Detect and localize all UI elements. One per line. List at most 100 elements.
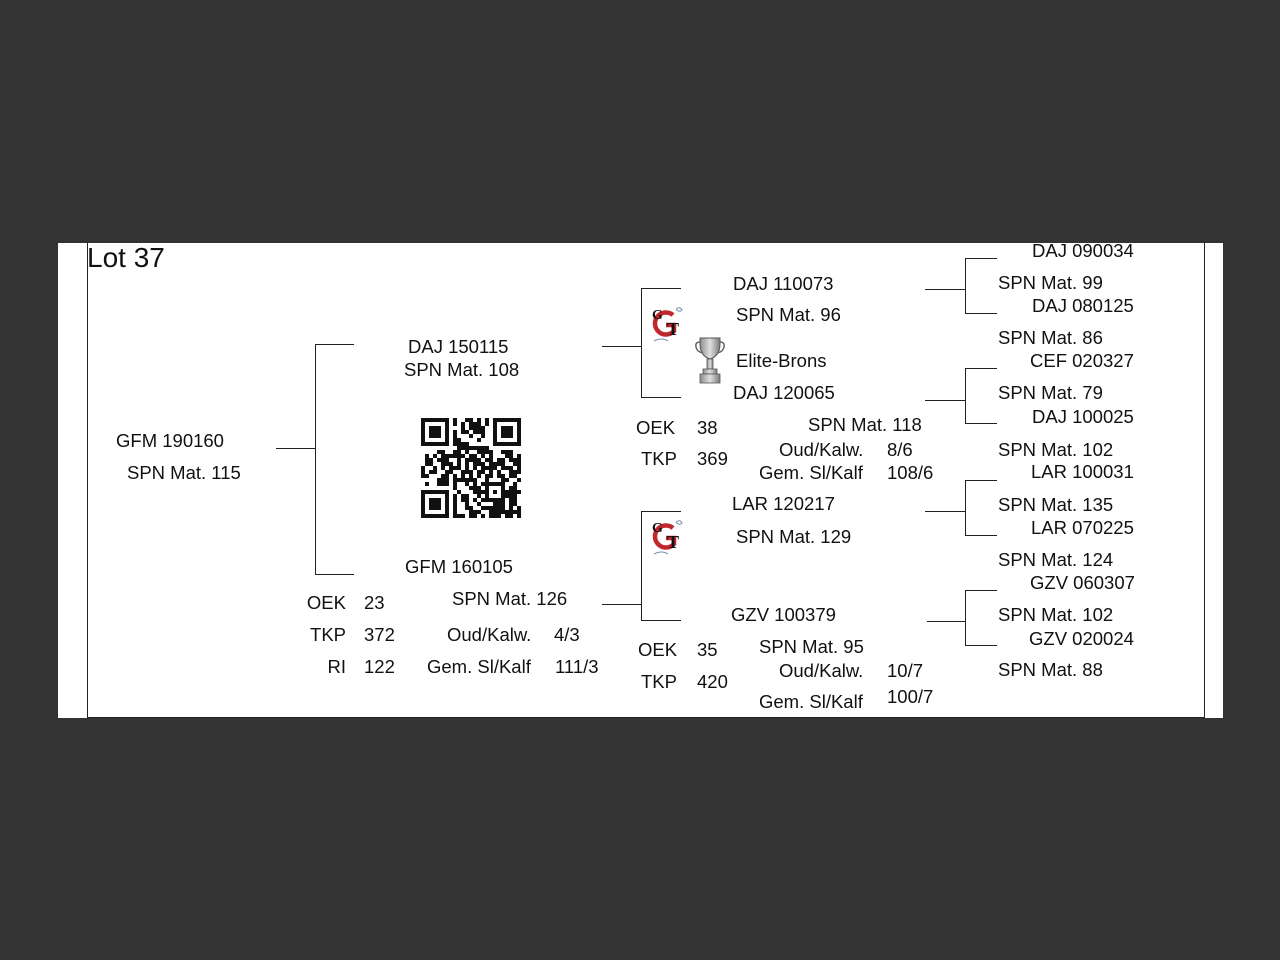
qr-module [493, 514, 497, 518]
qr-module [509, 434, 513, 438]
qr-module [445, 430, 449, 434]
qr-module [445, 514, 449, 518]
qr-module [473, 446, 477, 450]
qr-module [473, 454, 477, 458]
qr-module [485, 450, 489, 454]
qr-module [493, 426, 497, 430]
qr-module [517, 430, 521, 434]
qr-module [465, 502, 469, 506]
qr-module [473, 426, 477, 430]
qr-module [481, 498, 485, 502]
qr-module [485, 506, 489, 510]
qr-module [493, 422, 497, 426]
dam-dam-connector [641, 620, 681, 621]
qr-module [453, 498, 457, 502]
qr-module [473, 498, 477, 502]
qr-module [517, 434, 521, 438]
qr-module [501, 510, 505, 514]
ggp-mat: SPN Mat. 102 [998, 604, 1114, 625]
qr-module [485, 458, 489, 462]
qr-module [441, 466, 445, 470]
trophy-icon [695, 337, 725, 384]
qr-module [445, 490, 449, 494]
qr-module [453, 422, 457, 426]
qr-module [493, 442, 497, 446]
sire-dam-gem-label: Gem. Sl/Kalf [759, 462, 863, 483]
qr-module [445, 482, 449, 486]
qr-module [497, 458, 501, 462]
qr-module [453, 474, 457, 478]
qr-module [485, 498, 489, 502]
qr-module [501, 430, 505, 434]
dam-dam-oud-value: 10/7 [887, 660, 924, 681]
qr-module [489, 514, 493, 518]
qr-module [445, 422, 449, 426]
qr-module [469, 506, 473, 510]
qr-module [441, 418, 445, 422]
sire-dam-connector [641, 397, 681, 398]
qr-module [421, 494, 425, 498]
qr-module [509, 426, 513, 430]
qr-module [469, 470, 473, 474]
qr-module [489, 462, 493, 466]
qr-module [465, 450, 469, 454]
qr-module [485, 466, 489, 470]
qr-module [513, 470, 517, 474]
qr-module [509, 486, 513, 490]
qr-module [489, 510, 493, 514]
dam-sire-mat: SPN Mat. 129 [736, 526, 852, 547]
qr-module [441, 514, 445, 518]
qr-module [425, 514, 429, 518]
qr-module [505, 434, 509, 438]
qr-module [469, 510, 473, 514]
svg-text:T: T [667, 532, 679, 552]
qr-module [453, 442, 457, 446]
qr-module [513, 490, 517, 494]
qr-module [457, 458, 461, 462]
qr-module [489, 454, 493, 458]
qr-module [441, 462, 445, 466]
qr-module [421, 442, 425, 446]
qr-module [501, 462, 505, 466]
dam-oud-value: 4/3 [554, 624, 580, 645]
dam-stat-value: 122 [364, 656, 395, 677]
qr-module [433, 490, 437, 494]
qr-module [433, 430, 437, 434]
ggp-mat: SPN Mat. 79 [998, 382, 1103, 403]
qr-module [453, 502, 457, 506]
qr-module [481, 482, 485, 486]
qr-module [453, 454, 457, 458]
dam-sire-id: LAR 120217 [732, 493, 835, 514]
ggp-mat: SPN Mat. 86 [998, 327, 1103, 348]
qr-module [517, 510, 521, 514]
ggp-connector [965, 645, 997, 646]
ggp-id: GZV 060307 [1030, 572, 1135, 593]
ggp-id: DAJ 080125 [1032, 295, 1134, 316]
dam-stat-label: OEK [306, 592, 346, 613]
qr-module [473, 466, 477, 470]
qr-module [465, 498, 469, 502]
qr-module [493, 462, 497, 466]
qr-module [473, 510, 477, 514]
qr-module [481, 514, 485, 518]
qr-module [453, 466, 457, 470]
qr-module [501, 434, 505, 438]
qr-module [457, 446, 461, 450]
dam-bracket [641, 511, 642, 621]
qr-module [477, 462, 481, 466]
qr-module [473, 430, 477, 434]
qr-module [493, 466, 497, 470]
qr-module [457, 490, 461, 494]
qr-module [509, 490, 513, 494]
qr-module [497, 498, 501, 502]
qr-module [477, 422, 481, 426]
qr-module [517, 490, 521, 494]
qr-module [517, 514, 521, 518]
qr-module [473, 478, 477, 482]
qr-module [477, 486, 481, 490]
qr-module [485, 486, 489, 490]
award-label: Elite-Brons [736, 350, 827, 371]
qr-module [517, 462, 521, 466]
qr-module [433, 470, 437, 474]
qr-module [441, 442, 445, 446]
